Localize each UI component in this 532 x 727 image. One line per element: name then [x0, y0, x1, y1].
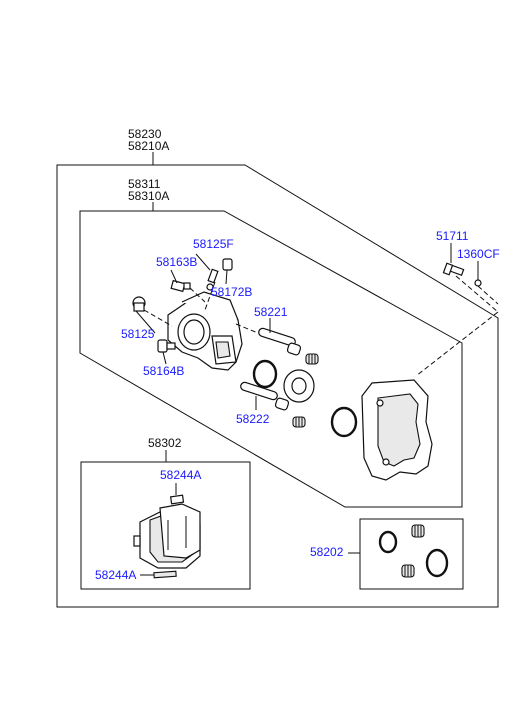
seal-kit-boot-1: [411, 524, 425, 538]
label-58302: 58302: [148, 436, 182, 450]
guide-bolt-58163B: [170, 279, 191, 293]
caliper-body: [167, 291, 243, 371]
pin-boot-1: [305, 353, 319, 365]
label-58230: 58230: [128, 127, 162, 141]
bracket-bolt-51711: [442, 262, 465, 276]
bolt-dash-a: [455, 275, 499, 313]
bleeder-cap-58172B: [222, 258, 233, 271]
leader-58125: [135, 310, 156, 334]
bleeder-dash-line: [204, 281, 216, 311]
label-58244A-top: 58244A: [160, 468, 201, 482]
label-58163B: 58163B: [156, 255, 197, 269]
piston: [283, 369, 315, 403]
washer-1360CF: [474, 279, 482, 287]
bleeder-screw-58125F: [206, 268, 219, 291]
label-58210A: 58210A: [128, 139, 169, 153]
pin-boot-2: [292, 416, 306, 428]
bolt-dash-b: [415, 311, 499, 377]
dustcap-dash-line: [143, 309, 173, 327]
seal-kit-ring-large: [425, 548, 449, 578]
outer-assembly-frame: [56, 164, 499, 608]
label-58164B: 58164B: [143, 364, 184, 378]
label-58125F: 58125F: [193, 237, 234, 251]
label-58222: 58222: [236, 412, 270, 426]
brake-pad-set: [133, 503, 201, 569]
leader-58164B: [162, 351, 167, 365]
leader-58172B: [225, 269, 228, 285]
leader-58125F: [195, 253, 211, 271]
seal-kit-boot-2: [401, 564, 415, 578]
pad-shim-top-58244A: [169, 494, 185, 505]
inner-caliper-frame: [79, 210, 463, 508]
label-58172B: 58172B: [211, 285, 252, 299]
leader-58163B: [170, 269, 178, 284]
label-1360CF: 1360CF: [457, 247, 500, 261]
seal-kit-ring-small: [378, 530, 398, 554]
pad-shim-bottom-58244A: [153, 570, 177, 579]
label-58202: 58202: [310, 545, 344, 559]
pin1-dash-line: [235, 323, 259, 334]
label-51711: 51711: [436, 229, 469, 243]
washer-dash: [477, 285, 499, 305]
label-58221: 58221: [254, 305, 288, 319]
piston-seal-ring: [252, 359, 278, 389]
dust-boot-ring: [330, 406, 358, 438]
guide-pin-58221: [258, 327, 302, 356]
label-58244A-bottom: 58244A: [95, 568, 136, 582]
bolt-dash-line: [189, 287, 206, 303]
guide-pin-58222: [240, 381, 290, 411]
guide-bolt-58164B: [157, 339, 176, 353]
seal-kit-box: [359, 518, 464, 590]
dust-cap-58125: [132, 296, 146, 312]
caliper-bracket: [361, 379, 433, 481]
label-58125: 58125: [121, 327, 155, 341]
label-58311: 58311: [128, 177, 161, 191]
label-58310A: 58310A: [128, 189, 169, 203]
